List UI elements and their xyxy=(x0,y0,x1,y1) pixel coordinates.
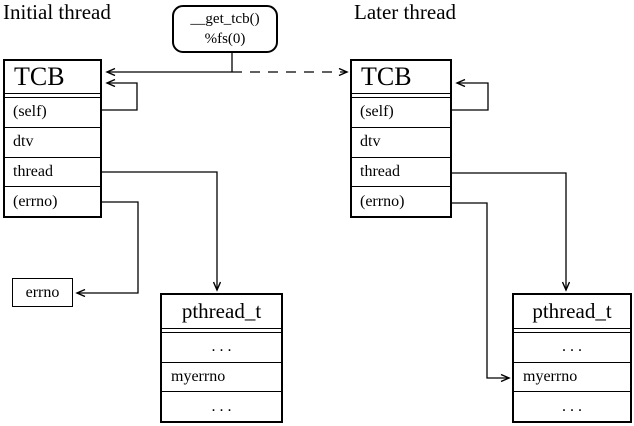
tcb-initial-row-self: (self) xyxy=(5,98,100,128)
double-rule xyxy=(352,94,450,98)
pthread-later-row-myerrno: myerrno xyxy=(514,363,630,393)
label-later-thread: Later thread xyxy=(354,0,457,24)
tcb-later-row-thread: thread xyxy=(352,158,450,188)
pthread-later-row-ellipsis-top: . . . xyxy=(514,333,630,363)
tcb-later-row-self: (self) xyxy=(352,98,450,128)
tcb-later-header: TCB xyxy=(352,61,450,94)
pthread-table-initial: pthread_t . . . myerrno . . . xyxy=(160,293,283,423)
pthread-initial-row-myerrno: myerrno xyxy=(162,363,281,393)
pthread-later-header: pthread_t xyxy=(514,295,630,329)
arrow-thread-to-pthread-later xyxy=(452,172,566,290)
tcb-table-later: TCB (self) dtv thread (errno) xyxy=(350,59,452,218)
double-rule xyxy=(162,329,281,333)
label-initial-thread: Initial thread xyxy=(3,0,111,24)
tcb-initial-row-dtv: dtv xyxy=(5,128,100,158)
arrow-thread-to-pthread-initial xyxy=(102,171,217,290)
get-tcb-box: __get_tcb() %fs(0) xyxy=(172,5,278,53)
tcb-initial-header: TCB xyxy=(5,61,100,94)
arrow-self-loop-initial xyxy=(102,83,138,111)
pthread-initial-row-ellipsis-top: . . . xyxy=(162,333,281,363)
pthread-initial-row-ellipsis-bottom: . . . xyxy=(211,397,232,415)
arrow-errno-to-myerrno xyxy=(452,202,509,378)
errno-label: errno xyxy=(25,283,60,301)
double-rule xyxy=(514,329,630,333)
tcb-initial-row-thread: thread xyxy=(5,158,100,188)
get-tcb-function-label: __get_tcb() xyxy=(190,11,260,27)
get-tcb-register-label: %fs(0) xyxy=(204,31,246,47)
tcb-later-row-errno: (errno) xyxy=(360,192,405,210)
pthread-table-later: pthread_t . . . myerrno . . . xyxy=(512,293,632,423)
double-rule xyxy=(5,94,100,98)
pthread-initial-header: pthread_t xyxy=(162,295,281,329)
tcb-initial-row-errno: (errno) xyxy=(13,192,58,210)
tcb-later-row-dtv: dtv xyxy=(352,128,450,158)
arrow-self-loop-later xyxy=(452,83,489,111)
errno-variable-box: errno xyxy=(12,278,73,307)
pthread-later-row-ellipsis-bottom: . . . xyxy=(562,397,582,415)
tcb-table-initial: TCB (self) dtv thread (errno) xyxy=(3,59,102,218)
